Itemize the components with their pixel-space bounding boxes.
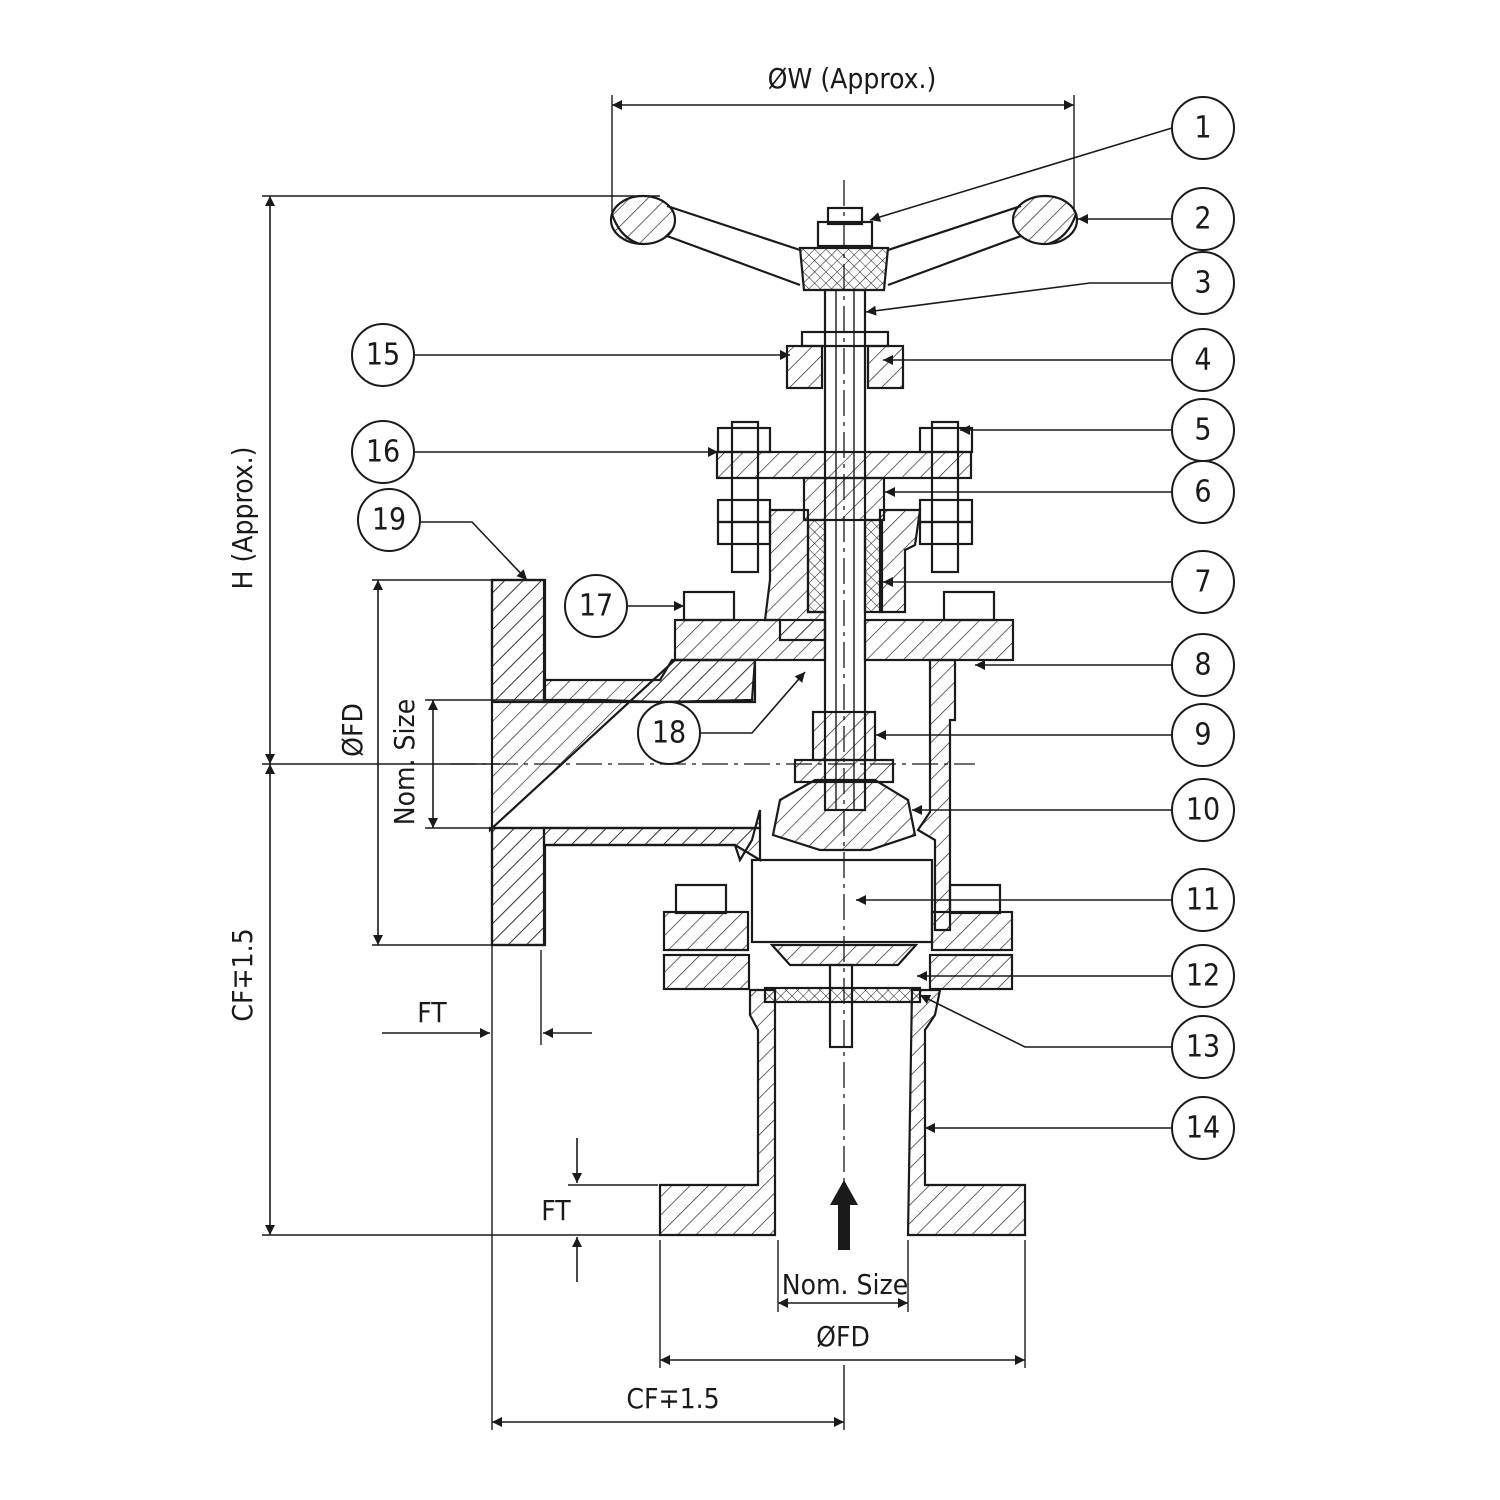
- side-flange-bottom: [490, 826, 546, 947]
- bonnet-right: [878, 508, 922, 614]
- callout-2: 2: [1171, 187, 1235, 251]
- callout-number: 18: [652, 716, 686, 751]
- dim-flange-thickness-bottom: FT: [541, 1194, 571, 1227]
- packing-right: [863, 518, 884, 614]
- leaders: [415, 127, 1173, 1133]
- callout-19: 19: [357, 488, 421, 552]
- callout-3: 3: [1171, 251, 1235, 315]
- dim-flange-diameter-bottom: ØFD: [816, 1320, 870, 1353]
- callout-4: 4: [1171, 328, 1235, 392]
- body-lower: [658, 988, 777, 1237]
- callout-12: 12: [1171, 944, 1235, 1008]
- callout-number: 7: [1194, 565, 1211, 600]
- disc: [769, 943, 919, 967]
- dim-center-to-face-horizontal: CF∓1.5: [626, 1382, 719, 1415]
- callout-number: 4: [1194, 343, 1211, 378]
- yoke-nut: [785, 330, 905, 390]
- callout-9: 9: [1171, 703, 1235, 767]
- handwheel-nut: [798, 206, 890, 292]
- callout-6: 6: [1171, 460, 1235, 524]
- stem-connector: [811, 710, 877, 762]
- dim-nominal-size-side: Nom. Size: [388, 699, 421, 826]
- callout-13: 13: [1171, 1015, 1235, 1079]
- callout-18: 18: [637, 701, 701, 765]
- callout-8: 8: [1171, 633, 1235, 697]
- gland: [802, 476, 886, 522]
- callout-16: 16: [351, 420, 415, 484]
- dim-flange-thickness-side: FT: [417, 996, 447, 1029]
- callout-15: 15: [351, 323, 415, 387]
- dim-flange-diameter-side: ØFD: [336, 703, 369, 757]
- callout-17: 17: [564, 574, 628, 638]
- dimensions: ØW (Approx.) H (Approx.) CF∓1.5 ØFD Nom.…: [226, 62, 1075, 1430]
- dim-center-to-face-vertical: CF∓1.5: [226, 928, 259, 1021]
- callout-number: 16: [366, 435, 400, 470]
- side-branch-bottom: [542, 826, 762, 862]
- side-branch-top: [542, 658, 757, 704]
- callout-number: 19: [372, 503, 406, 538]
- callout-number: 8: [1194, 648, 1211, 683]
- callout-10: 10: [1171, 778, 1235, 842]
- dim-height: H (Approx.): [226, 446, 259, 589]
- callout-number: 3: [1194, 266, 1211, 301]
- callout-11: 11: [1171, 868, 1235, 932]
- callout-1: 1: [1171, 96, 1235, 160]
- callout-number: 2: [1194, 202, 1211, 237]
- disc-holder: [771, 778, 917, 852]
- callout-number: 10: [1186, 793, 1220, 828]
- extension-cavity: [750, 858, 934, 944]
- flow-arrow: [830, 1180, 858, 1250]
- disc-stem: [828, 963, 854, 1049]
- handwheel: [609, 194, 1079, 287]
- side-flange-top: [490, 578, 546, 704]
- callout-14: 14: [1171, 1096, 1235, 1160]
- callout-number: 1: [1194, 111, 1211, 146]
- callout-5: 5: [1171, 398, 1235, 462]
- dim-nominal-size-bottom: Nom. Size: [782, 1268, 909, 1301]
- seat-ring: [763, 986, 922, 1004]
- callout-number: 14: [1186, 1111, 1220, 1146]
- callout-number: 5: [1194, 413, 1211, 448]
- stem-lock: [793, 758, 895, 784]
- callout-number: 15: [366, 338, 400, 373]
- callout-number: 11: [1186, 883, 1220, 918]
- callout-7: 7: [1171, 550, 1235, 614]
- callout-number: 13: [1186, 1030, 1220, 1065]
- callout-number: 9: [1194, 718, 1211, 753]
- body-lower-right: [906, 988, 1027, 1237]
- callout-number: 6: [1194, 475, 1211, 510]
- callout-number: 17: [579, 589, 613, 624]
- lower-flange: [662, 883, 1014, 991]
- bonnet-flange: [673, 590, 1015, 662]
- dim-handwheel-diameter: ØW (Approx.): [768, 62, 937, 95]
- callout-number: 12: [1186, 959, 1220, 994]
- packing: [806, 518, 827, 614]
- valve-body-geometry: [450, 180, 1079, 1250]
- callouts: 1 2 3 4 5 6 7 8 9 10 11 12 13 14 15 16 1…: [351, 96, 1235, 1160]
- gland-studs: [716, 420, 974, 574]
